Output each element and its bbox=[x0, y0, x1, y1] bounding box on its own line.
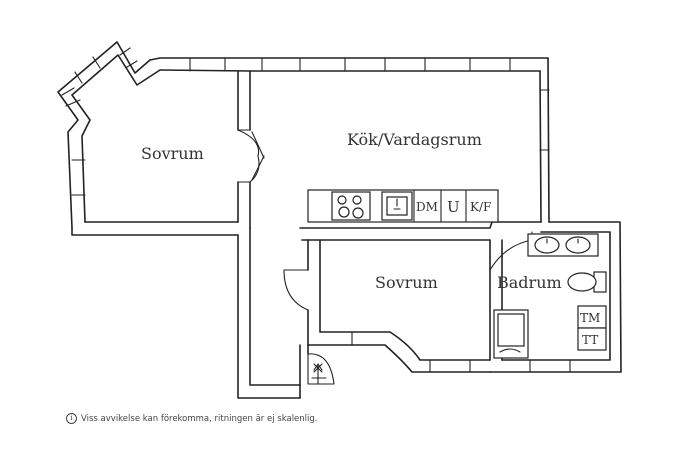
label-fridge-freezer: K/F bbox=[470, 200, 491, 214]
kitchen-counter bbox=[307, 189, 499, 223]
tumble-dryer-box bbox=[577, 327, 607, 351]
room-label-bathroom: Badrum bbox=[497, 273, 562, 292]
info-icon: i bbox=[66, 413, 77, 424]
bathroom-door bbox=[489, 231, 533, 271]
stove-icon bbox=[331, 191, 371, 221]
labels: Sovrum Kök/Vardagsrum Sovrum Badrum DM U… bbox=[141, 130, 600, 347]
label-oven: U bbox=[447, 198, 460, 216]
label-dishwasher: DM bbox=[416, 200, 438, 214]
sink-icon bbox=[565, 236, 591, 254]
bathroom-fixtures bbox=[493, 233, 607, 359]
disclaimer: i Viss avvikelse kan förekomma, ritninge… bbox=[66, 413, 318, 424]
doors bbox=[237, 129, 533, 385]
double-door bbox=[237, 129, 260, 183]
entrance-door bbox=[307, 353, 335, 385]
room-label-kitchen-living: Kök/Vardagsrum bbox=[347, 130, 482, 149]
bedroom-door bbox=[283, 269, 309, 311]
label-tumble-dryer: TT bbox=[582, 333, 598, 347]
room-label-bedroom-left: Sovrum bbox=[141, 144, 204, 163]
stair-arrow-icon bbox=[313, 363, 323, 385]
label-dryer: TM bbox=[580, 311, 600, 325]
sink-icon bbox=[534, 236, 560, 254]
disclaimer-text: Viss avvikelse kan förekomma, ritningen … bbox=[81, 413, 318, 424]
toilet-icon bbox=[567, 272, 597, 292]
room-label-bedroom-middle: Sovrum bbox=[375, 273, 438, 292]
